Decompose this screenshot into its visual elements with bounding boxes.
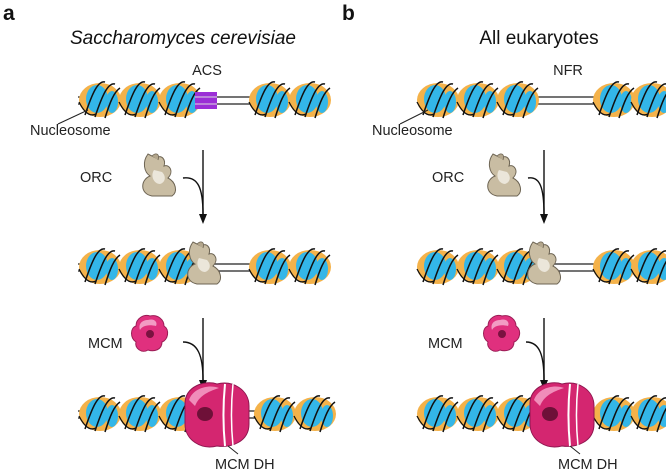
mcm-label-b: MCM: [428, 336, 463, 352]
mcm-double-hexamer-a: [184, 381, 250, 448]
orc-label-a: ORC: [80, 170, 112, 186]
mcm-label-a: MCM: [88, 336, 123, 352]
panel-a-letter: a: [3, 2, 15, 25]
acs-element: [195, 92, 217, 109]
panel-a-chromatin-row-1: [78, 81, 332, 119]
mcm-hexamer-a: [131, 314, 169, 352]
orc-complex-b: [487, 153, 521, 197]
mcm-double-hexamer-b: [529, 381, 595, 448]
nucleosome-label-a: Nucleosome: [30, 123, 111, 139]
panel-a-chromatin-row-2: [78, 241, 332, 286]
mcm-dh-label-a: MCM DH: [215, 457, 275, 473]
panel-b: b All eukaryotes NFR Nucleosome ORC: [342, 2, 666, 473]
acs-label: ACS: [192, 63, 222, 79]
panel-a: a Saccharomyces cerevisiae ACS Nucleosom…: [3, 2, 337, 473]
panel-b-chromatin-row-1: [416, 81, 666, 119]
panel-a-title: Saccharomyces cerevisiae: [70, 28, 296, 49]
panel-b-chromatin-row-3: [416, 381, 666, 448]
panel-b-title: All eukaryotes: [479, 28, 598, 49]
panel-b-chromatin-row-2: [416, 241, 666, 286]
panel-b-letter: b: [342, 2, 355, 25]
nfr-label: NFR: [553, 63, 583, 79]
mcm-dh-label-b: MCM DH: [558, 457, 618, 473]
panel-a-chromatin-row-3: [78, 381, 337, 448]
orc-complex-a: [142, 153, 176, 197]
nucleosome-label-b: Nucleosome: [372, 123, 453, 139]
mcm-hexamer-b: [483, 314, 521, 352]
orc-label-b: ORC: [432, 170, 464, 186]
